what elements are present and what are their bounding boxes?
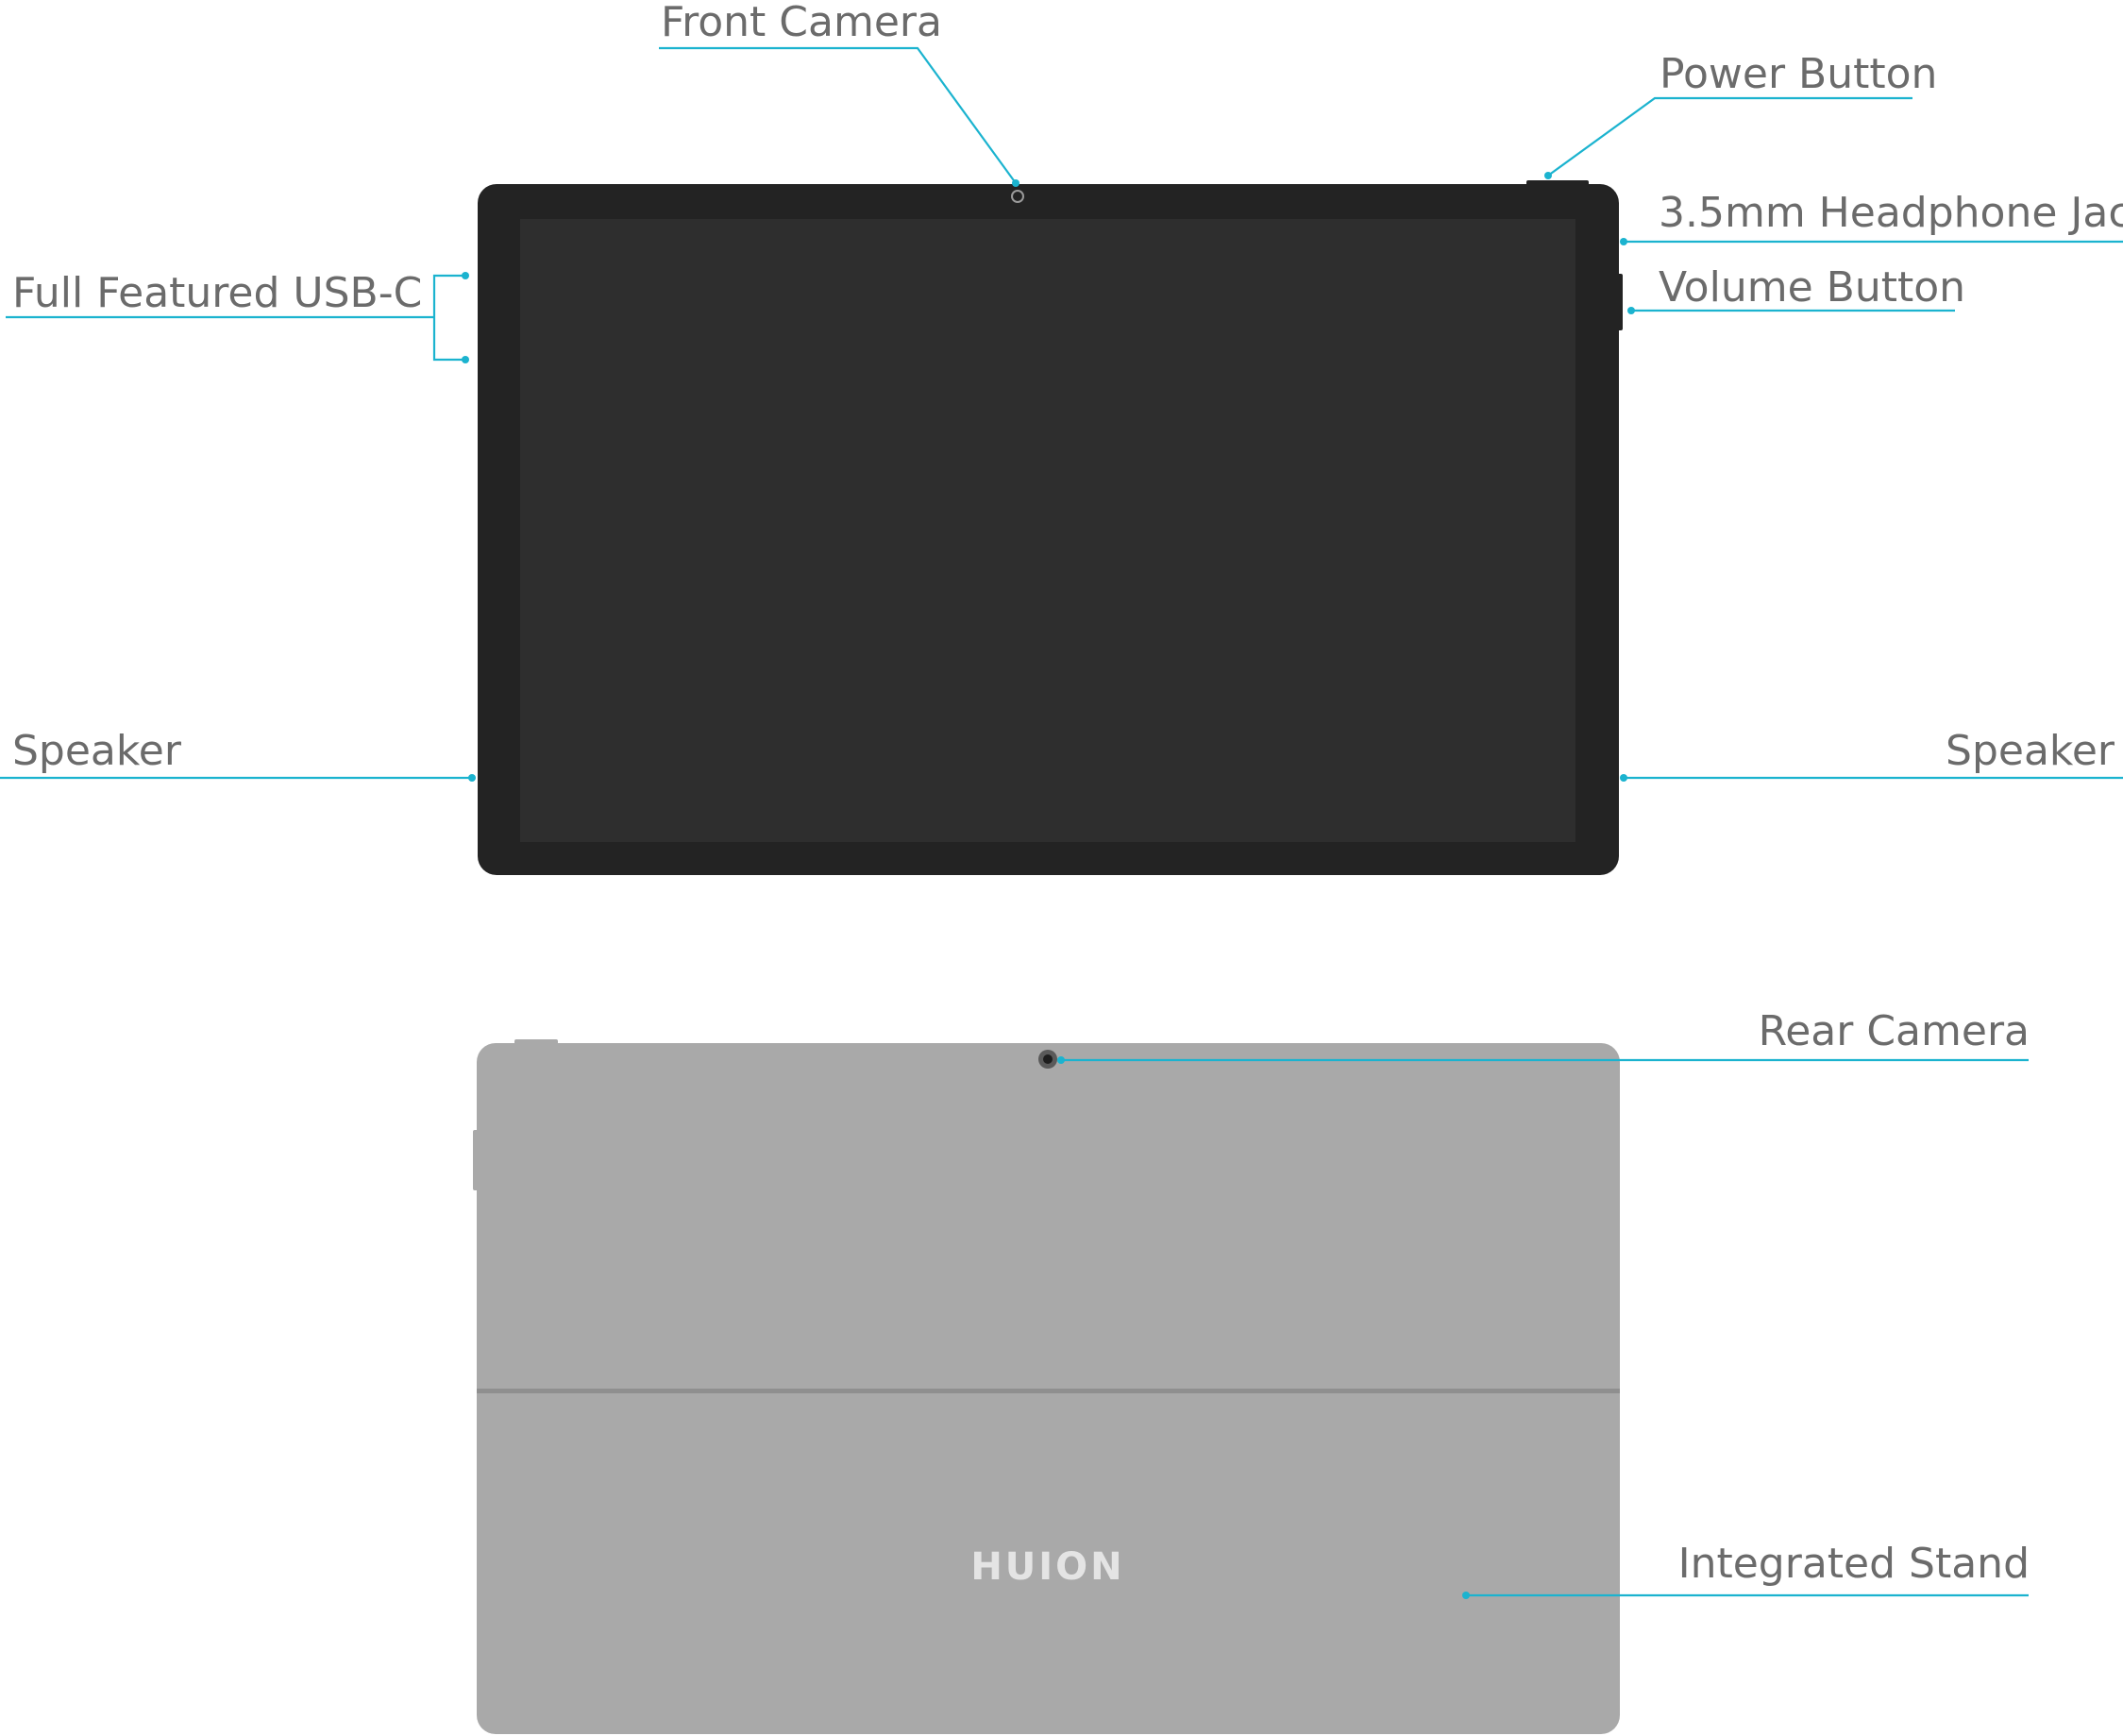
label-front-camera: Front Camera [661, 0, 942, 46]
leader-dot-speaker-left [468, 774, 476, 782]
stand-seam [477, 1389, 1620, 1393]
leader-front-camera [659, 46, 1017, 184]
front-camera-lens [1011, 190, 1024, 203]
rear-camera-lens [1043, 1054, 1053, 1064]
leader-lines [0, 46, 2123, 1599]
brand-logo: HUION [970, 1545, 1124, 1589]
label-speaker-right: Speaker [1946, 727, 2115, 775]
leader-dot-usb-c-top [462, 272, 469, 279]
label-rear-camera: Rear Camera [1759, 1007, 2030, 1055]
label-headphone-jack: 3.5mm Headphone Jack [1659, 189, 2123, 237]
leader-dot-power-button [1544, 172, 1552, 179]
back-view: HUION [473, 1039, 1620, 1734]
leader-dot-speaker-right [1620, 774, 1627, 782]
leader-dot-usb-c-bottom [462, 356, 469, 363]
leader-dot-integrated-stand [1462, 1592, 1470, 1599]
leader-usb-c-bracket [432, 274, 465, 362]
leader-dot-rear-camera [1057, 1056, 1065, 1064]
front-view [478, 180, 1623, 875]
labels: Front Camera Power Button 3.5mm Headphon… [12, 0, 2123, 1588]
label-usb-c: Full Featured USB-C [12, 269, 422, 317]
label-integrated-stand: Integrated Stand [1678, 1540, 2030, 1588]
label-speaker-left: Speaker [12, 727, 182, 775]
leader-dot-front-camera [1012, 179, 1019, 187]
label-power-button: Power Button [1660, 50, 1937, 98]
label-volume-button: Volume Button [1659, 263, 1965, 312]
leader-dot-headphone-jack [1620, 238, 1627, 245]
front-screen [520, 219, 1575, 842]
leader-dot-volume-button [1627, 307, 1635, 314]
leader-power-button [1547, 96, 1912, 177]
